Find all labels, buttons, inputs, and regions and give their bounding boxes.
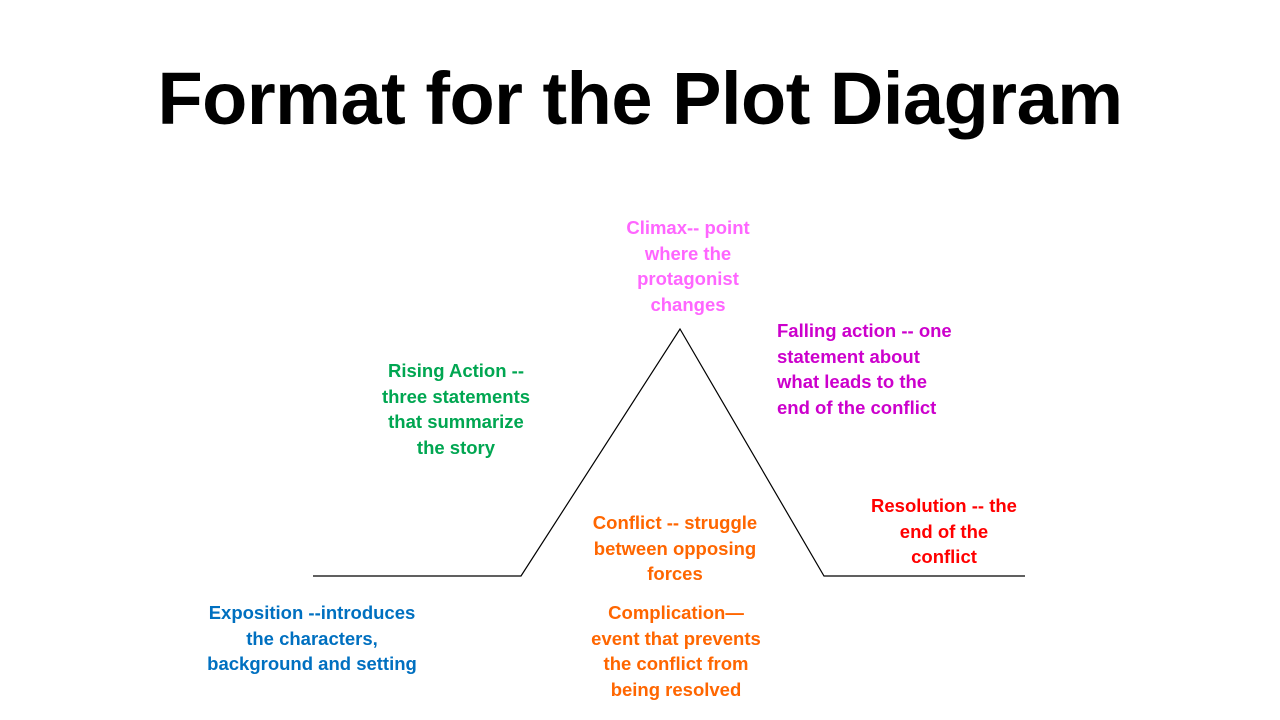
rising-action-label-line: the story [416, 436, 496, 458]
climax-label: Climax-- point where the protagonist cha… [588, 215, 788, 317]
falling-action-label-line: end of the conflict [777, 396, 937, 418]
falling-action-label-line: Falling action -- one [777, 320, 952, 341]
plot-line [313, 327, 1025, 577]
resolution-label-line: end of the [899, 520, 989, 542]
conflict-label-line: forces [647, 563, 703, 584]
resolution-label-line: conflict [911, 546, 977, 567]
conflict-label-line: Conflict -- struggle [592, 512, 758, 533]
climax-label-line: changes [650, 293, 726, 315]
climax-label-line: Climax-- point [626, 217, 750, 238]
page-title: Format for the Plot Diagram [157, 57, 1123, 140]
exposition-label: Exposition --introduces the characters, … [162, 600, 462, 677]
falling-action-label: Falling action -- one statement about wh… [777, 318, 1037, 420]
complication-label: Complication— event that prevents the co… [556, 600, 796, 702]
rising-action-label-line: three statements [381, 385, 531, 407]
complication-label-line: being resolved [610, 678, 742, 700]
falling-action-label-line: what leads to the [777, 371, 928, 392]
conflict-label-line: between opposing [593, 537, 757, 559]
exposition-label-line: Exposition --introduces [208, 602, 416, 623]
rising-action-label: Rising Action -- three statements that s… [346, 358, 566, 460]
exposition-label-line: the characters, [246, 627, 378, 649]
resolution-label-line: Resolution -- the [871, 495, 1017, 516]
complication-label-line: event that prevents [591, 627, 761, 649]
conflict-label: Conflict -- struggle between opposing fo… [560, 510, 790, 587]
climax-label-line: where the [644, 242, 732, 264]
climax-label-line: protagonist [637, 268, 739, 289]
complication-label-line: Complication— [608, 602, 744, 623]
rising-action-label-line: Rising Action -- [388, 360, 524, 381]
falling-action-label-line: statement about [777, 345, 920, 367]
resolution-label: Resolution -- the end of the conflict [834, 493, 1054, 570]
exposition-label-line: background and setting [207, 653, 417, 674]
rising-action-label-line: that summarize [388, 411, 524, 432]
complication-label-line: the conflict from [603, 653, 749, 674]
